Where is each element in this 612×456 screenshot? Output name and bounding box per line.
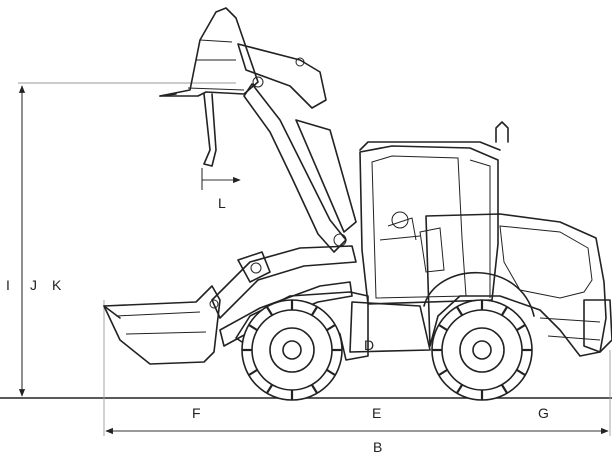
front-wheel: [241, 299, 343, 401]
raised-bucket: [159, 7, 259, 167]
label-g: G: [538, 405, 549, 421]
rear-wheel: [431, 299, 533, 401]
lowered-bucket: [103, 285, 221, 365]
label-b: B: [373, 439, 382, 455]
label-l: L: [218, 195, 226, 211]
rear-wheel-tread: [432, 300, 532, 400]
operator-cab: [359, 121, 509, 305]
label-f: F: [192, 405, 201, 421]
label-i: I: [6, 277, 10, 293]
label-k: K: [52, 277, 62, 293]
front-wheel-tread: [242, 300, 342, 400]
label-d: D: [364, 337, 374, 353]
label-j: J: [30, 277, 37, 293]
raised-lift-arm: [237, 43, 357, 253]
label-e: E: [372, 405, 381, 421]
